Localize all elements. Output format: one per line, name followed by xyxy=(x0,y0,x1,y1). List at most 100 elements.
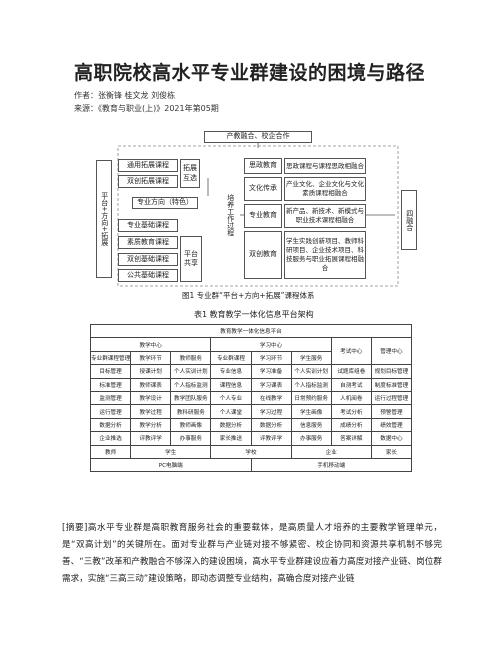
table-row: 目标管理授课计划个人实训计划专业信息学习准备个人实训计划试题库组卷规划目标管理 xyxy=(89,364,413,379)
table-cell: 学生画像 xyxy=(290,404,332,419)
abstract-paragraph: [摘要]高水平专业群是高职教育服务社会的重要载体，是高质量人才培养的主要教学管理… xyxy=(62,523,442,584)
fig1-row1-text: 思政课程与课程思政相融合 xyxy=(284,158,366,174)
author-line: 作者：张衡锋 桂文龙 刘俊栋 xyxy=(74,91,176,100)
table-row: 数据分析教学分析教师画像数据分析数据分析信息服务成绩分析绩效管理 xyxy=(89,417,413,433)
table-cell: 个人课堂 xyxy=(210,404,252,419)
fig1-platform-d: 公共基础课程 xyxy=(118,269,178,282)
fig1-platform-b: 素质教育课程 xyxy=(118,236,178,249)
fig1-right-vertical: 四融合 xyxy=(401,190,417,250)
table-row: 监测管理教学设计教学团队服务个人专业在线教学日常预约服务人机阅卷运行过程管理 xyxy=(89,390,413,406)
fig1-row2-text: 产业文化、企业文化与文化素质课程相融合 xyxy=(284,177,366,201)
table-cell: 目标管理 xyxy=(89,364,132,379)
table-cell: 成绩分析 xyxy=(330,417,372,433)
table-cell: 运行过程管理 xyxy=(370,390,413,406)
table1-subhead: 学习环节 xyxy=(250,350,292,366)
page-title: 高职院校高水平专业群建设的困境与路径 xyxy=(74,62,426,84)
fig1-platform-side: 平台共享 xyxy=(180,236,202,282)
table1-caption: 表1 教育教学一体化信息平台架构 xyxy=(194,310,314,319)
table-cell: 数据分析 xyxy=(250,417,292,433)
table-cell: 答案详解 xyxy=(330,431,372,446)
table-cell: 学习课表 xyxy=(250,377,292,392)
table1-subhead: 专业群课程 xyxy=(210,350,252,366)
table-cell: 评教评学 xyxy=(130,431,172,446)
table-cell: 试题库组卷 xyxy=(330,364,372,379)
table-row: 标准管理教师课表个人指标监测课程信息学习课表个人指标监测自测考试制度标准管理 xyxy=(89,377,413,392)
table-cell: 家长推送 xyxy=(210,431,252,446)
fig1-row3-text: 新产品、新技术、新模式与职业技术课程相融合 xyxy=(284,204,366,228)
table1-subhead: 教师服务 xyxy=(170,350,212,366)
fig1-row1-head: 思政教育 xyxy=(244,158,282,174)
table1: 教育教学一体化信息平台 教学中心 学习中心 考试中心 管理中心 专业群课程管理 … xyxy=(89,323,413,473)
table-cell: 个人专业 xyxy=(210,390,252,406)
table-cell: 授课计划 xyxy=(130,364,172,379)
table-row: 运行管理教学过程教科研服务个人课堂学习过程学生画像考试分析预警管理 xyxy=(89,404,413,419)
fig1-expand-side: 拓展互选 xyxy=(180,159,200,188)
table-row: 企业推选评教评学办事服务家长推送评教评学办事服务答案详解数据中心 xyxy=(89,431,413,446)
table-cell: PC电脑端 xyxy=(90,457,252,473)
table-cell: 学生 xyxy=(130,444,212,459)
fig1-expand-a: 通用拓展课程 xyxy=(118,159,178,172)
table-cell: 考试分析 xyxy=(330,404,372,419)
table1-subhead: 专业群课程管理 xyxy=(89,350,132,366)
table-cell: 教学过程 xyxy=(130,404,172,419)
table-cell: 办事服务 xyxy=(290,431,332,446)
table-cell: 数据中心 xyxy=(370,431,413,446)
table-cell: 人机阅卷 xyxy=(330,390,372,406)
fig1-row4-head: 双创教育 xyxy=(244,231,282,279)
table-cell: 规划目标管理 xyxy=(370,364,413,379)
table-cell: 数据分析 xyxy=(210,417,252,433)
table-cell: 运行管理 xyxy=(89,404,132,419)
fig1-top-label: 产教融合、校企合作 xyxy=(204,131,312,143)
table-cell: 个人指标监测 xyxy=(290,377,332,392)
fig1-platform-c: 双创基础课程 xyxy=(118,253,178,266)
table-cell: 学习过程 xyxy=(250,404,292,419)
table-cell: 教师课表 xyxy=(130,377,172,392)
table-cell: 教师 xyxy=(89,444,132,459)
figure1-caption: 图1 专业群“平台+方向+拓展”课程体系 xyxy=(182,291,315,300)
table1-group-exam: 考试中心 xyxy=(330,337,372,366)
table-cell: 标准管理 xyxy=(89,377,132,392)
table-cell: 自测考试 xyxy=(330,377,372,392)
table-cell: 企业推选 xyxy=(89,431,132,446)
fig1-expand-b: 双创拓展课程 xyxy=(118,175,178,188)
table-cell: 课程信息 xyxy=(210,377,252,392)
table-row-terminals: PC电脑端 手机移动端 xyxy=(90,457,412,473)
table-cell: 评教评学 xyxy=(250,431,292,446)
table-cell: 教学设计 xyxy=(130,390,172,406)
fig1-row4-text: 学生实践创新项目、教师科研项目、企业技术项目、科技服务与职业拓展课程相融合 xyxy=(284,231,366,279)
table-cell: 个人实训计划 xyxy=(290,364,332,379)
table1-group-management: 管理中心 xyxy=(370,337,413,366)
table-cell: 学习准备 xyxy=(250,364,292,379)
table1-header: 教育教学一体化信息平台 xyxy=(90,323,412,339)
table-cell: 个人实训计划 xyxy=(170,364,212,379)
table-cell: 专业信息 xyxy=(210,364,252,379)
table-cell: 个人指标监测 xyxy=(170,377,212,392)
table-cell: 信息服务 xyxy=(290,417,332,433)
table-cell: 教学分析 xyxy=(130,417,172,433)
table-cell: 制度标准管理 xyxy=(370,377,413,392)
table-cell: 教学团队服务 xyxy=(170,390,212,406)
table-cell: 办事服务 xyxy=(170,431,212,446)
table1-group-teaching: 教学中心 xyxy=(89,337,212,352)
table-cell: 监测管理 xyxy=(89,390,132,406)
fig1-mid-vertical: 培养工作过程 xyxy=(222,160,238,270)
source-line: 来源：《教育与职业(上)》2021年第05期 xyxy=(74,104,219,113)
fig1-row3-head: 专业教育 xyxy=(244,204,282,228)
table-cell: 在线教学 xyxy=(250,390,292,406)
fig1-direction: 专业方向（特色） xyxy=(132,197,198,209)
table-cell: 学校 xyxy=(210,444,292,459)
table-cell: 教师画像 xyxy=(170,417,212,433)
fig1-left-vertical: 平台+方向+拓展 xyxy=(96,160,112,278)
table-cell: 预警管理 xyxy=(370,404,413,419)
fig1-platform-a: 专业基础课程 xyxy=(118,219,178,232)
table-cell: 教科研服务 xyxy=(170,404,212,419)
table-cell: 企业 xyxy=(290,444,372,459)
fig1-row2-head: 文化传承 xyxy=(244,177,282,201)
table1-group-learning: 学习中心 xyxy=(210,337,332,352)
table-row-users: 教师 学生 学校 企业 家长 xyxy=(89,444,413,459)
table1-subhead: 学生服务 xyxy=(290,350,332,366)
table-cell: 数据分析 xyxy=(89,417,132,433)
table-cell: 日常预约服务 xyxy=(290,390,332,406)
table-cell: 手机移动端 xyxy=(250,457,412,473)
table1-subhead: 教学环节 xyxy=(130,350,172,366)
